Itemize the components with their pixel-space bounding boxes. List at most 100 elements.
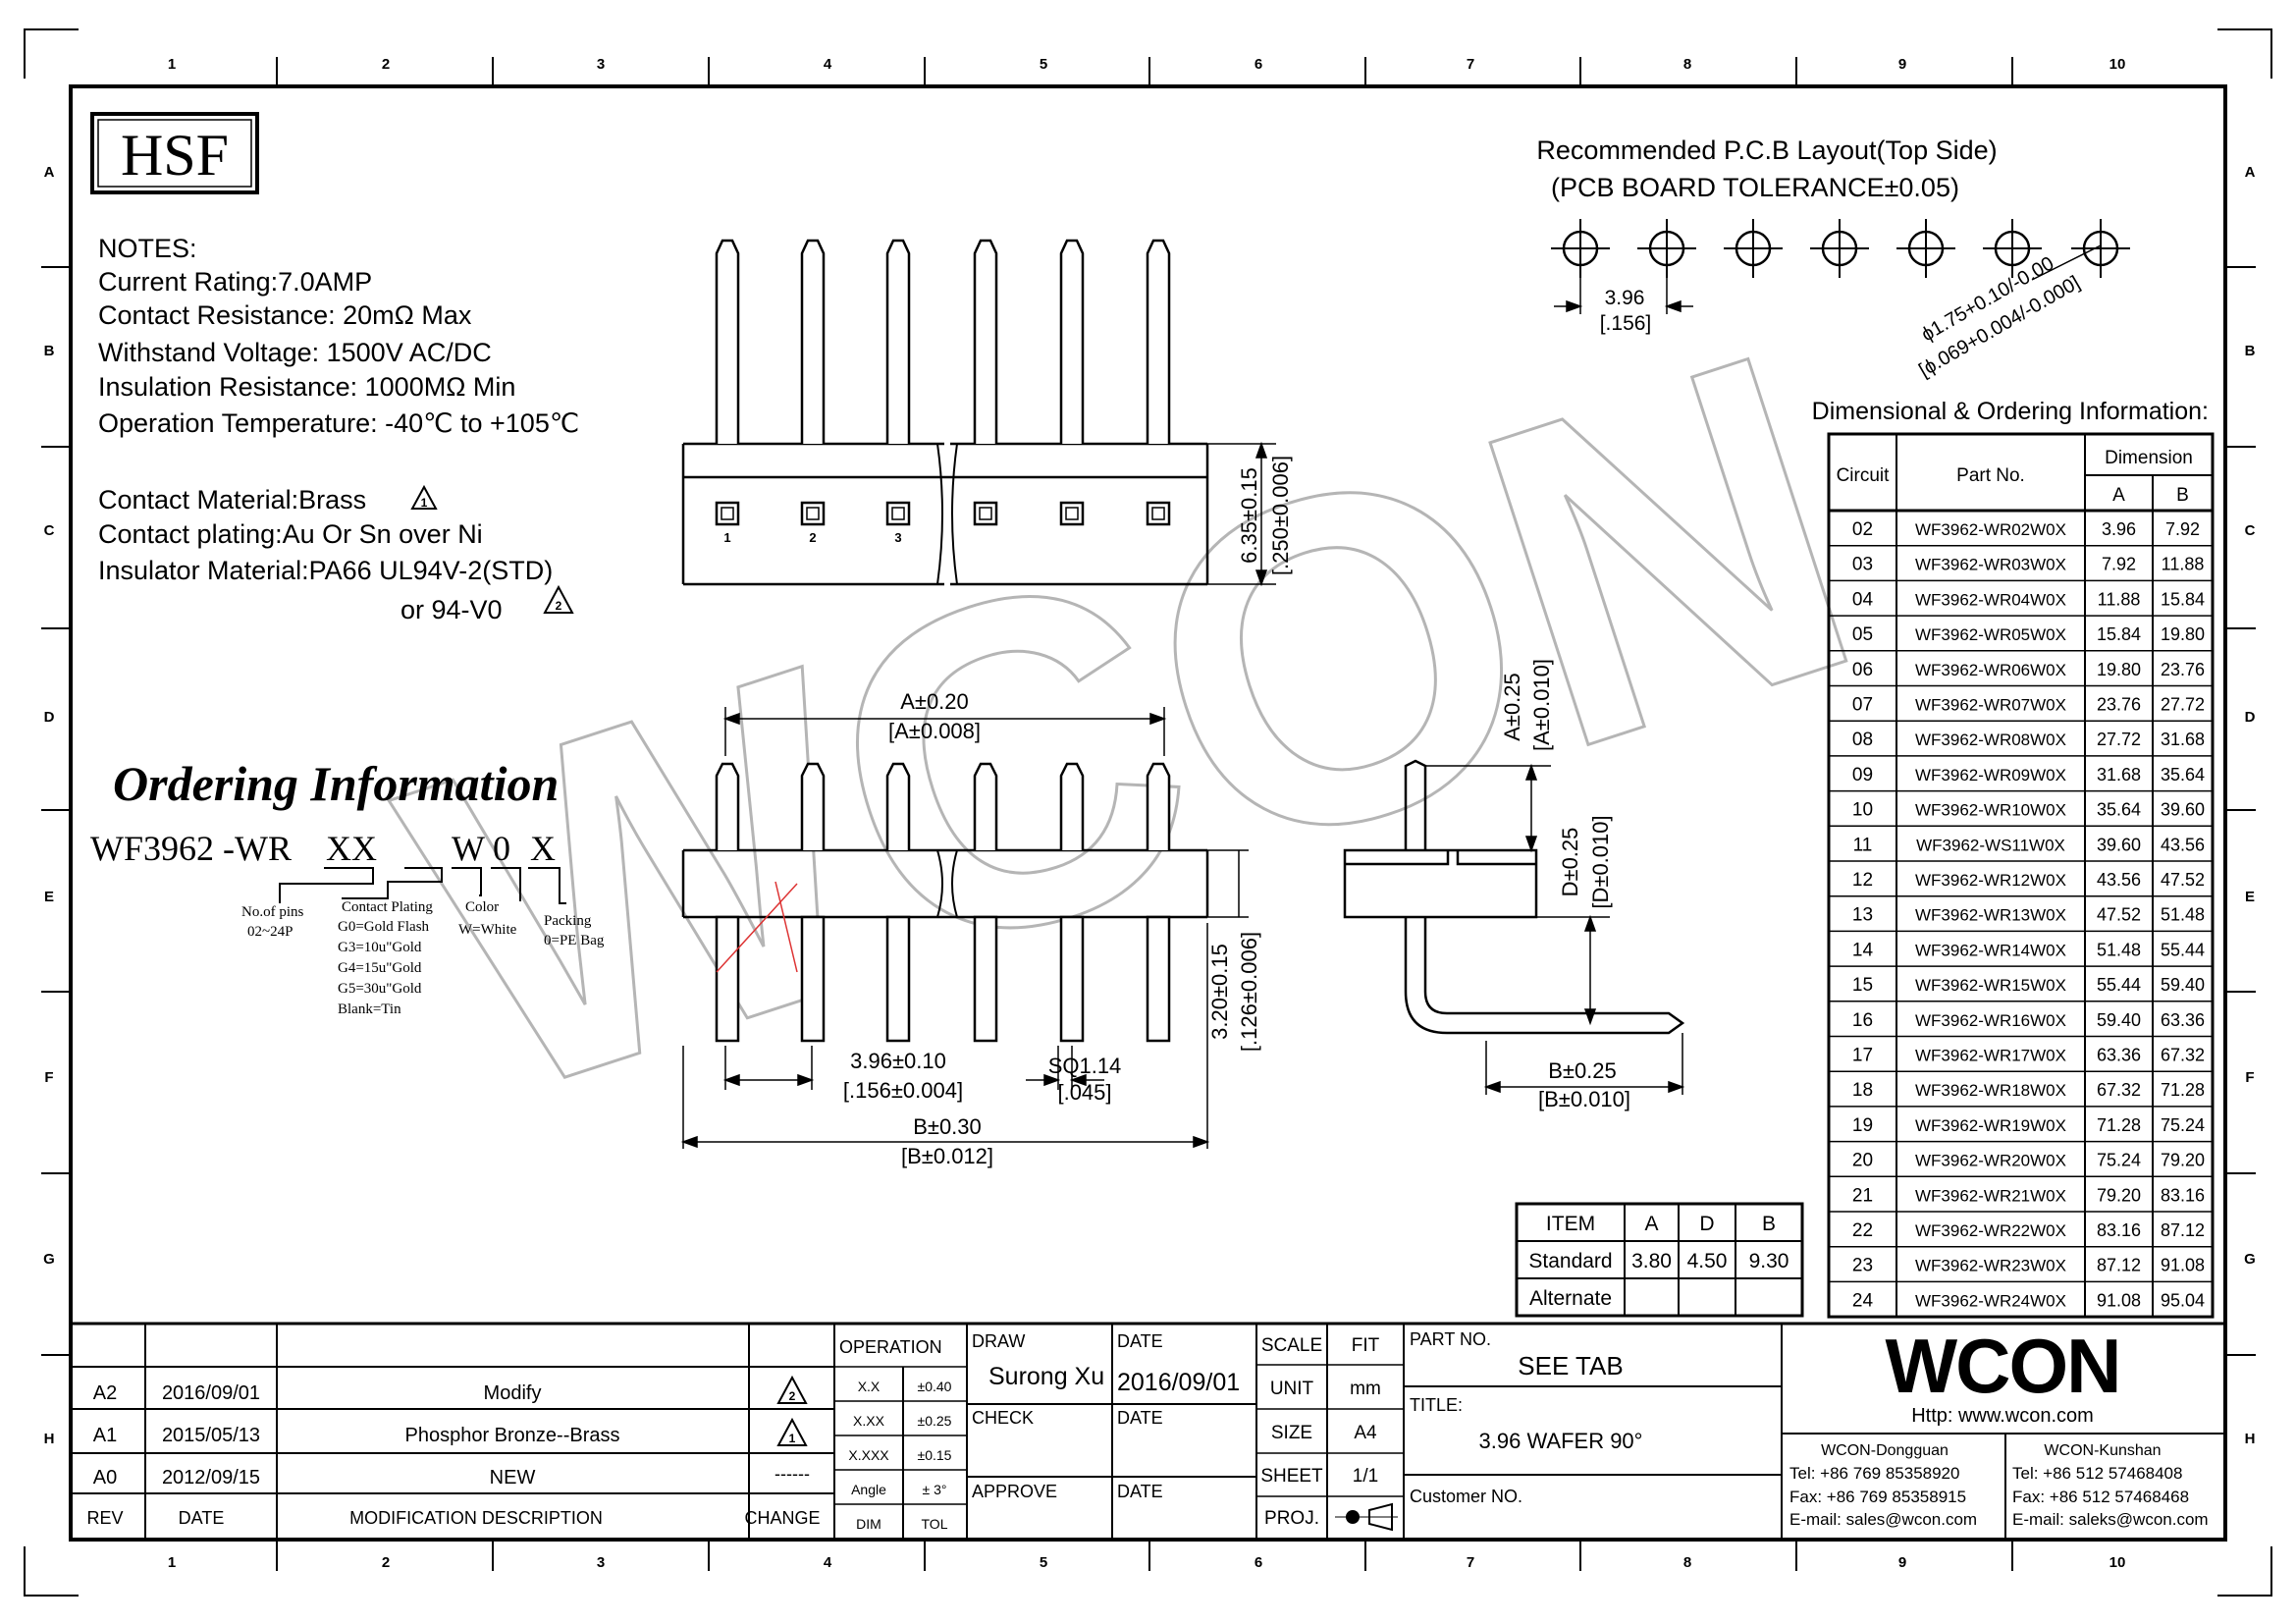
svg-text:1: 1 <box>421 496 428 510</box>
ordering-leaders <box>279 867 566 904</box>
check-label: CHECK <box>972 1408 1034 1428</box>
red-mark <box>716 883 798 973</box>
side-dim-a-in: [A±0.010] <box>1529 659 1554 751</box>
revision-flag-icon: 1 <box>410 484 438 510</box>
hsf-logo-inner <box>97 119 252 188</box>
table-cell-circuit: 07 <box>1852 695 1873 716</box>
pin <box>1059 239 1085 444</box>
zone-col-label: 4 <box>824 1554 832 1571</box>
item-cell: Alternate <box>1529 1287 1612 1310</box>
front-dims <box>680 707 1249 1149</box>
side-dim-b-in: [B±0.010] <box>1538 1087 1630 1111</box>
item-cell: D <box>1699 1213 1714 1235</box>
hsf-logo-box <box>90 112 259 194</box>
table-cell-part: WF3962-WR14W0X <box>1915 941 2066 959</box>
pin <box>973 762 998 850</box>
zone-col-label: 2 <box>382 1554 390 1571</box>
table-cell-circuit: 18 <box>1852 1080 1873 1101</box>
side-dim-d: D±0.25 <box>1558 828 1582 897</box>
pin-square <box>885 501 911 526</box>
table-cell-part: WF3962-WR08W0X <box>1915 731 2066 749</box>
top-pins <box>715 239 1171 526</box>
table-cell-a: 79.20 <box>2097 1185 2141 1205</box>
table-cell-circuit: 14 <box>1852 940 1874 960</box>
dim-body-in: [.126±0.006] <box>1237 932 1261 1052</box>
dim-pitch-in: [.156±0.004] <box>843 1078 963 1103</box>
company-right-name: WCON-Kunshan <box>2044 1442 2161 1459</box>
zone-row-label: F <box>2245 1069 2254 1086</box>
pin-square-inner <box>891 507 905 520</box>
note-current: Current Rating:7.0AMP <box>98 267 372 297</box>
table-cell-part: WF3962-WR06W0X <box>1915 661 2066 679</box>
note-contact-plating: Contact plating:Au Or Sn over Ni <box>98 519 483 549</box>
pin <box>715 239 740 444</box>
tolerance-value: ± 3° <box>923 1482 947 1497</box>
company-url: Http: www.wcon.com <box>1911 1405 2094 1427</box>
table-cell-a: 11.88 <box>2098 589 2141 609</box>
table-cell-a: 27.72 <box>2097 730 2141 749</box>
notes-heading: NOTES: <box>98 234 197 263</box>
zone-col-label: 5 <box>1040 1554 1047 1571</box>
company-left-tel: Tel: +86 769 85358920 <box>1789 1464 1959 1483</box>
zone-col-label: 6 <box>1255 56 1262 73</box>
pin-tail <box>973 915 998 1043</box>
header-a: A <box>2112 485 2125 506</box>
color-label: Color <box>465 899 499 915</box>
dim-body: 3.20±0.15 <box>1207 944 1232 1040</box>
revision-flag-icon: 2 <box>543 584 574 614</box>
pin-square-inner <box>1065 507 1079 520</box>
code-prefix: WF3962 -WR <box>90 829 292 868</box>
zone-row-label: C <box>44 522 55 539</box>
projection-icon <box>1368 1502 1393 1532</box>
table-cell-circuit: 09 <box>1852 765 1873 785</box>
pcb-pitch: 3.96 <box>1605 287 1645 309</box>
pin-square-inner <box>1151 507 1165 520</box>
svg-text:2: 2 <box>809 530 816 545</box>
pin-square <box>715 501 740 526</box>
table-cell-part: WF3962-WR22W0X <box>1915 1221 2066 1240</box>
table-cell-b: 43.56 <box>2161 835 2205 854</box>
watermark: WCON <box>357 254 1905 1196</box>
zone-row-label: B <box>44 343 55 359</box>
pin <box>885 762 911 850</box>
ordering-legend: No.of pins 02~24P Contact Plating G0=Gol… <box>241 899 605 1017</box>
rev-change: ------ <box>774 1464 810 1484</box>
item-cell: A <box>1644 1213 1658 1235</box>
zone-row-label: H <box>2245 1431 2256 1447</box>
table-cell-a: 19.80 <box>2097 660 2141 679</box>
header-circuit: Circuit <box>1837 465 1891 486</box>
approve-date-label: DATE <box>1117 1482 1163 1501</box>
side-dim-d-in: [D±0.010] <box>1588 815 1613 908</box>
table-cell-a: 7.92 <box>2102 555 2136 574</box>
table-cell-circuit: 17 <box>1852 1046 1873 1066</box>
table-cell-circuit: 10 <box>1852 800 1873 821</box>
pcb-pitch-dim <box>1554 244 2102 314</box>
corner-marks <box>24 28 2272 1597</box>
note-94v0: or 94-V0 <box>400 595 503 624</box>
plating-opt: G4=15u"Gold <box>338 960 422 976</box>
table-cell-b: 63.36 <box>2161 1010 2205 1030</box>
zone-col-label: 6 <box>1255 1554 1262 1571</box>
pcb-pitch-in: [.156] <box>1600 312 1652 335</box>
pin-square <box>1146 501 1171 526</box>
note-insulator: Insulator Material:PA66 UL94V-2(STD) <box>98 556 553 585</box>
revision-flag-icon <box>776 1375 808 1404</box>
table-cell-circuit: 15 <box>1852 975 1873 996</box>
zone-row-label: F <box>44 1069 53 1086</box>
dim-sq-in: [.045] <box>1057 1080 1111 1105</box>
company-left-name: WCON-Dongguan <box>1821 1442 1949 1459</box>
table-cell-part: WF3962-WR10W0X <box>1915 801 2066 820</box>
title-block-label: SHEET <box>1260 1466 1323 1487</box>
table-cell-a: 31.68 <box>2097 765 2141 785</box>
table-cell-b: 47.52 <box>2161 870 2205 890</box>
pcb-title: Recommended P.C.B Layout(Top Side) <box>1536 135 1997 165</box>
table-cell-a: 67.32 <box>2097 1080 2141 1100</box>
pin-tail <box>715 915 740 1043</box>
title-label: TITLE: <box>1410 1395 1463 1415</box>
table-cell-b: 71.28 <box>2161 1080 2205 1100</box>
zone-row-label: B <box>2245 343 2256 359</box>
plating-opt: G5=30u"Gold <box>338 981 422 997</box>
